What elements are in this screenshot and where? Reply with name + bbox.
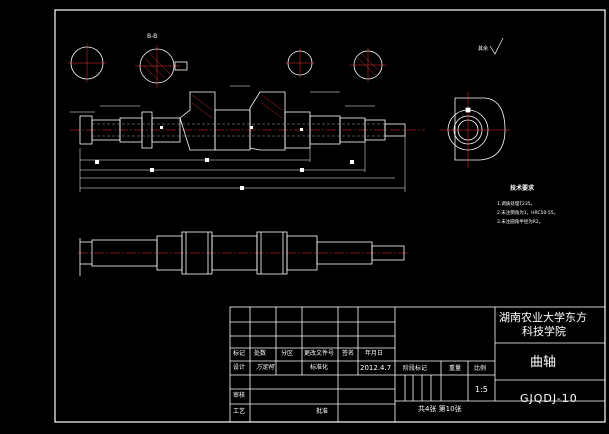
tech-requirement-3: 3.未注圆角半径为R2。 — [497, 218, 543, 225]
tech-requirement-1: 1.调质处理T235。 — [497, 200, 535, 207]
row-header-signature: 签名 — [342, 350, 355, 357]
main-shaft-view — [70, 91, 425, 151]
approve-label: 批准 — [316, 408, 329, 415]
tech-requirement-2: 2.未注倒角为1，HRC50-55。 — [497, 209, 558, 216]
section-view-right — [285, 48, 386, 82]
dimension-markers — [95, 126, 354, 190]
row-header-date: 年月日 — [365, 350, 384, 357]
section-label: B-B — [147, 33, 157, 40]
design-date: 2012.4.7 — [360, 364, 392, 372]
tech-requirements-title: 技术要求 — [510, 184, 535, 192]
review-label: 审核 — [233, 392, 246, 399]
drawing-number: GJQDJ-10 — [520, 392, 578, 405]
scale-value: 1:5 — [475, 385, 488, 394]
process-label: 工艺 — [233, 408, 246, 415]
row-header-zone: 分区 — [281, 350, 294, 357]
section-view-left — [68, 44, 188, 88]
dimension-lines — [70, 85, 406, 192]
title-block — [229, 306, 606, 423]
weight-label: 重量 — [449, 365, 462, 372]
designer-name: 万定柯 — [256, 364, 275, 371]
roughness-symbol — [489, 37, 504, 55]
end-view — [440, 92, 510, 168]
school-name-line2: 科技学院 — [522, 325, 566, 338]
row-header-change-doc: 更改文件号 — [304, 350, 335, 357]
part-name: 曲轴 — [530, 355, 557, 370]
sheet-info: 共4张 第10张 — [418, 405, 462, 413]
row-header-mark: 标记 — [233, 350, 246, 357]
stage-label: 阶段标记 — [403, 365, 428, 372]
row-header-count: 处数 — [254, 350, 267, 357]
standard-label: 标准化 — [310, 364, 329, 371]
drawing-frame — [54, 9, 606, 423]
design-label: 设计 — [233, 364, 246, 371]
school-name-line1: 湖南农业大学东方 — [499, 311, 587, 324]
lower-shaft-view — [78, 231, 410, 276]
roughness-note: 其余 — [478, 45, 488, 52]
scale-label: 比例 — [474, 365, 487, 372]
